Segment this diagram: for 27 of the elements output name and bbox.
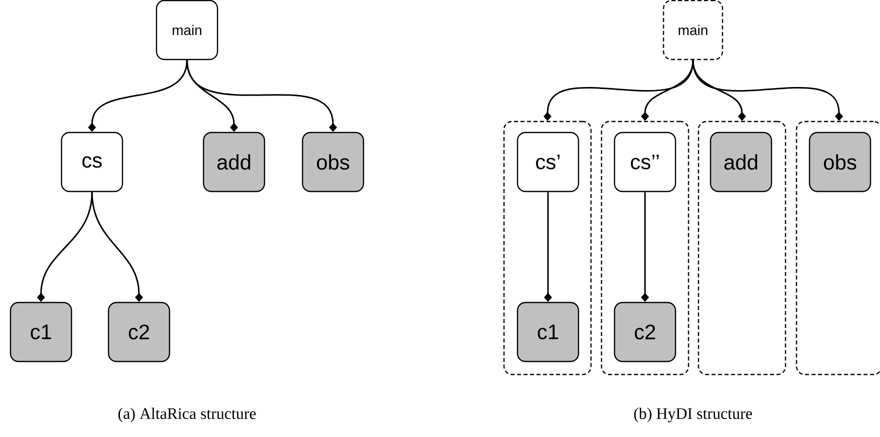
connector bbox=[641, 192, 649, 302]
caption: (b) HyDI structure bbox=[634, 408, 752, 422]
component-box: add bbox=[202, 132, 266, 192]
connector bbox=[88, 60, 188, 132]
component-box: c2 bbox=[614, 302, 676, 362]
connector bbox=[37, 192, 93, 302]
connector bbox=[544, 192, 552, 302]
component-box: add bbox=[710, 132, 772, 192]
root-box: main bbox=[156, 0, 218, 60]
group-box bbox=[698, 120, 786, 376]
component-box: cs’ bbox=[516, 132, 580, 192]
component-box: obs bbox=[302, 132, 364, 192]
component-box: c1 bbox=[516, 302, 580, 362]
connector bbox=[641, 60, 694, 121]
component-box: cs’’ bbox=[614, 132, 676, 192]
component-box: c1 bbox=[10, 302, 72, 362]
caption: (a) AltaRica structure bbox=[118, 408, 256, 422]
group-box bbox=[796, 120, 880, 376]
connector bbox=[186, 60, 337, 132]
group-box bbox=[503, 120, 592, 376]
group-box bbox=[600, 120, 690, 376]
root-box: main bbox=[662, 0, 724, 60]
component-box: obs bbox=[808, 132, 872, 192]
connector bbox=[692, 60, 844, 121]
connector bbox=[91, 192, 143, 302]
component-box: cs bbox=[60, 132, 124, 192]
component-box: c2 bbox=[108, 302, 170, 362]
